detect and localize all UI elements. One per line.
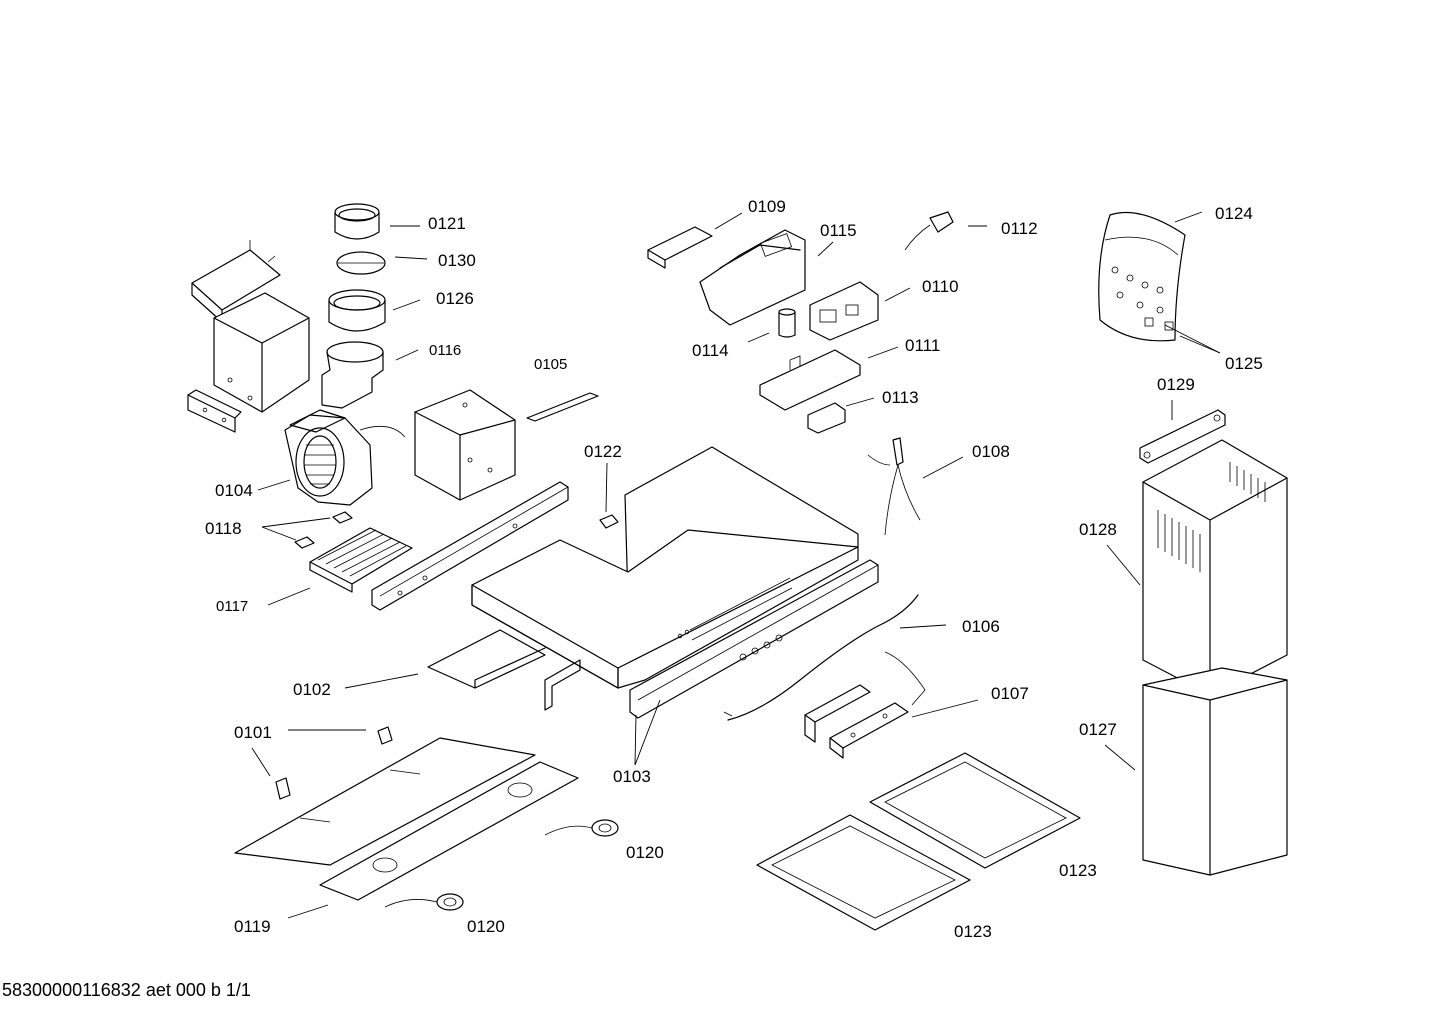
label-0106: 0106 bbox=[962, 617, 1000, 636]
label-0123-front: 0123 bbox=[954, 922, 992, 941]
label-0122: 0122 bbox=[584, 442, 622, 461]
part-0123-filter-back bbox=[869, 752, 1081, 869]
part-0113-terminal bbox=[807, 402, 846, 434]
part-0120-lamp-right bbox=[544, 819, 619, 837]
label-0120-left: 0120 bbox=[467, 917, 505, 936]
part-0105-strip bbox=[526, 392, 599, 422]
label-0104: 0104 bbox=[215, 481, 253, 500]
label-0119: 0119 bbox=[234, 917, 271, 936]
label-0128: 0128 bbox=[1079, 520, 1117, 539]
part-motor-bracket bbox=[414, 389, 516, 501]
part-0101-clips bbox=[275, 726, 393, 800]
part-0122-clip bbox=[599, 514, 619, 529]
part-0123-filter-front bbox=[756, 814, 971, 931]
part-labels: 0121 0130 0126 0116 0105 0104 0118 0117 … bbox=[205, 197, 1263, 941]
label-0129: 0129 bbox=[1157, 375, 1195, 394]
part-0108-wiring bbox=[867, 437, 921, 536]
label-0118: 0118 bbox=[205, 519, 242, 538]
part-0121-ring bbox=[334, 203, 380, 240]
label-0120-right: 0120 bbox=[626, 843, 664, 862]
part-0126-ring bbox=[328, 289, 386, 332]
label-0124: 0124 bbox=[1215, 204, 1253, 223]
part-0129-bracket bbox=[1139, 409, 1226, 464]
part-0128-upper-chimney bbox=[1142, 439, 1288, 696]
part-0106-cable bbox=[723, 594, 919, 721]
part-0110-circuit-board bbox=[809, 281, 879, 341]
part-0118-clips bbox=[294, 511, 353, 549]
label-0117: 0117 bbox=[216, 598, 248, 615]
label-0130: 0130 bbox=[438, 251, 476, 270]
part-plenum-box bbox=[213, 292, 310, 413]
part-0119-base-panel bbox=[234, 737, 579, 901]
part-0111-base bbox=[759, 349, 861, 411]
part-0116-adapter bbox=[321, 341, 384, 409]
part-0109-transformer bbox=[647, 226, 713, 269]
part-front-rail bbox=[371, 481, 569, 611]
part-0107-switch-module bbox=[804, 651, 926, 759]
document-id: 58300000116832 aet 000 b 1/1 bbox=[2, 980, 251, 1000]
label-0113: 0113 bbox=[882, 388, 919, 407]
part-0127-lower-chimney bbox=[1142, 667, 1288, 876]
part-hood-body bbox=[471, 446, 859, 689]
part-0112-plug bbox=[904, 211, 954, 251]
label-0127: 0127 bbox=[1079, 720, 1117, 739]
label-0114: 0114 bbox=[692, 341, 729, 360]
label-0109: 0109 bbox=[748, 197, 786, 216]
label-0115: 0115 bbox=[820, 221, 857, 240]
part-0130-damper bbox=[336, 251, 386, 275]
part-0115-housing bbox=[699, 229, 806, 326]
label-0108: 0108 bbox=[972, 442, 1010, 461]
part-0114-capacitor bbox=[778, 308, 796, 338]
label-0116: 0116 bbox=[429, 342, 461, 359]
label-0125: 0125 bbox=[1225, 354, 1263, 373]
label-0111: 0111 bbox=[905, 336, 940, 355]
label-0110: 0110 bbox=[922, 277, 959, 296]
part-0120-lamp-left bbox=[384, 893, 464, 911]
label-0123-back: 0123 bbox=[1059, 861, 1097, 880]
label-0112: 0112 bbox=[1001, 219, 1038, 238]
label-0105: 0105 bbox=[534, 356, 567, 373]
label-0102: 0102 bbox=[293, 680, 331, 699]
part-0104-blower bbox=[284, 409, 406, 506]
part-angle-bracket bbox=[187, 389, 242, 433]
leader-lines bbox=[251, 211, 1221, 919]
label-0101: 0101 bbox=[234, 723, 272, 742]
part-0117-grid bbox=[309, 527, 413, 593]
label-0121: 0121 bbox=[428, 214, 466, 233]
label-0126: 0126 bbox=[436, 289, 474, 308]
part-lower-bracket bbox=[544, 659, 581, 711]
part-0124-screw-kit-bag bbox=[1098, 211, 1186, 342]
part-0103-front-panel bbox=[629, 559, 879, 719]
label-0103: 0103 bbox=[613, 767, 651, 786]
label-0107: 0107 bbox=[991, 684, 1029, 703]
part-0102-deflector bbox=[427, 629, 546, 689]
